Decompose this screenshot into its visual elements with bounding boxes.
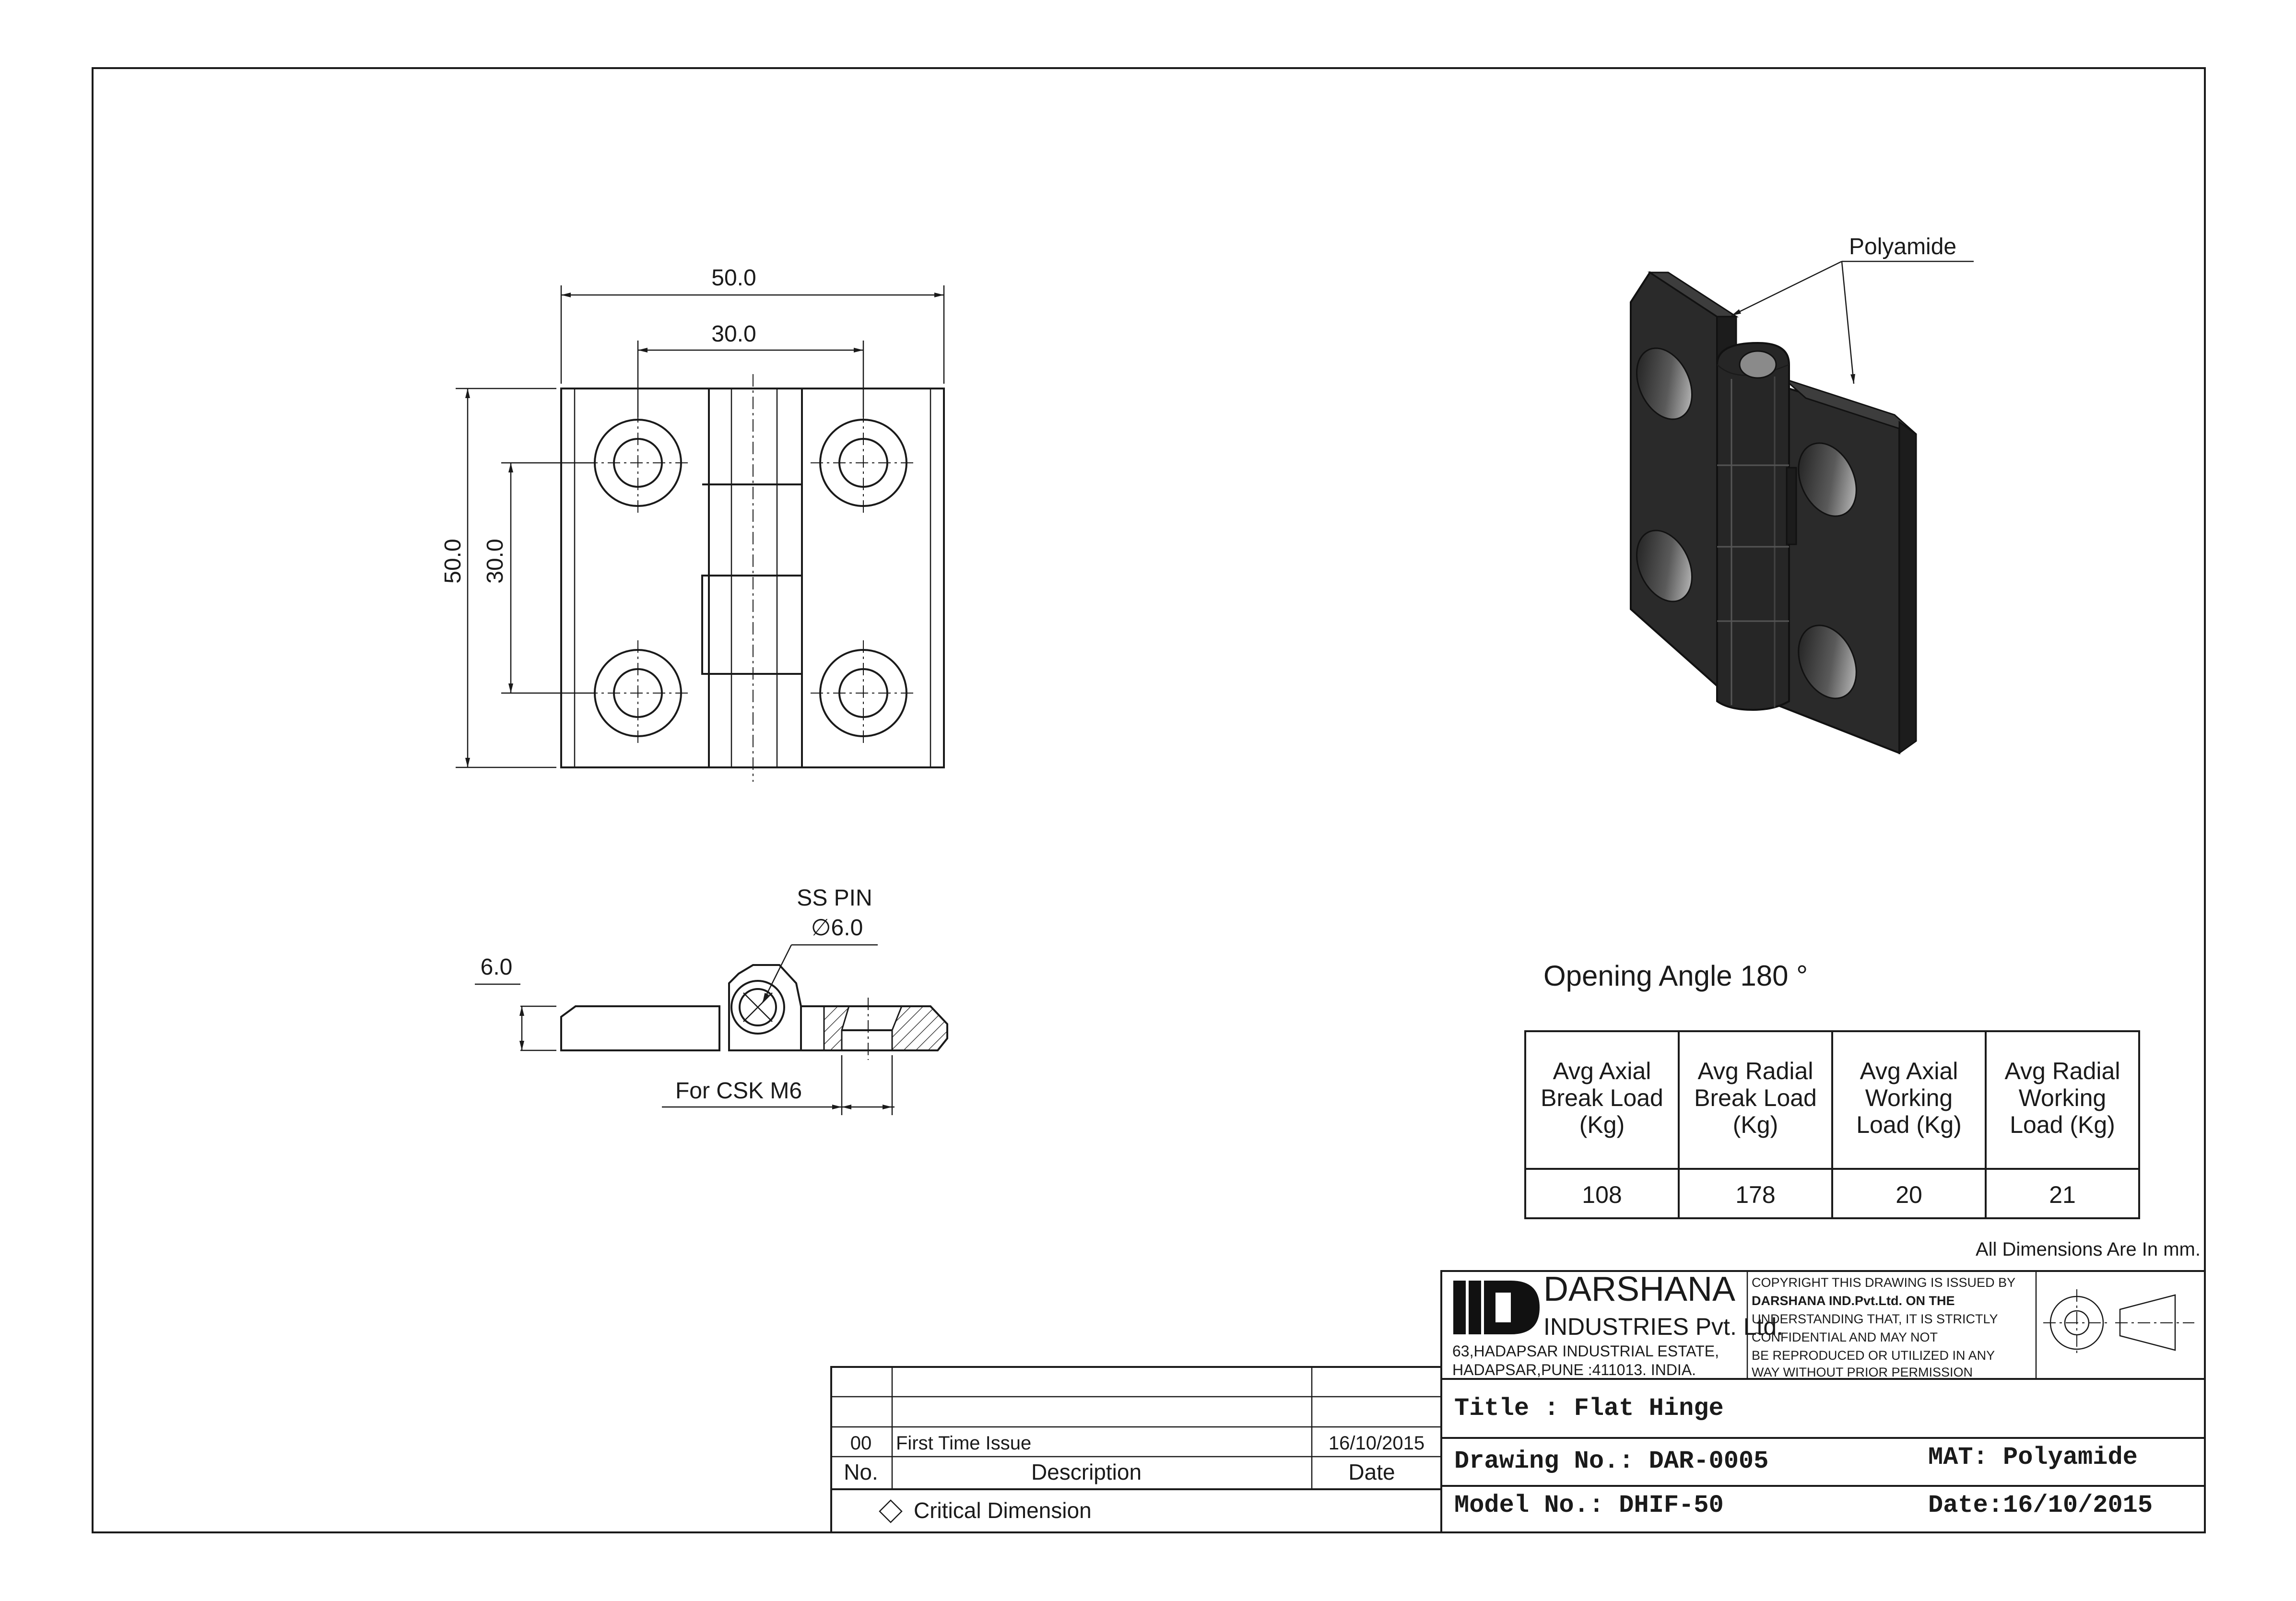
load-header-axial-working: Avg Axial Working Load (Kg): [1856, 1058, 1962, 1138]
revision-no: 00: [850, 1433, 872, 1454]
revision-header-date: Date: [1348, 1460, 1395, 1484]
dimensions-note: All Dimensions Are In mm.: [1976, 1239, 2201, 1260]
svg-text:Working: Working: [2019, 1084, 2106, 1111]
svg-text:DARSHANA IND.Pvt.Ltd. ON THE: DARSHANA IND.Pvt.Ltd. ON THE: [1752, 1294, 1955, 1308]
dim-overall-width: 50.0: [711, 265, 756, 291]
load-header-radial-break: Avg Radial Break Load (Kg): [1694, 1058, 1817, 1138]
svg-text:Working: Working: [1865, 1084, 1953, 1111]
load-header-axial-break: Avg Axial Break Load (Kg): [1541, 1058, 1663, 1138]
company-logo: [1453, 1281, 1540, 1334]
svg-text:(Kg): (Kg): [1733, 1111, 1778, 1138]
csk-label: For CSK M6: [675, 1078, 802, 1104]
critical-note: Critical Dimension: [914, 1498, 1092, 1523]
projection-symbol-icon: [2043, 1289, 2194, 1356]
svg-text:Avg Axial: Avg Axial: [1860, 1058, 1958, 1084]
revision-header-description: Description: [1031, 1460, 1142, 1484]
svg-text:Load (Kg): Load (Kg): [1856, 1111, 1962, 1138]
load-value-radial-break: 178: [1735, 1181, 1775, 1208]
svg-text:BE REPRODUCED OR UTILIZED IN A: BE REPRODUCED OR UTILIZED IN ANY: [1752, 1348, 1995, 1363]
load-table: Avg Axial Break Load (Kg) Avg Radial Bre…: [1524, 1030, 2140, 1219]
dim-hole-spacing-v: 30.0: [483, 539, 508, 583]
drawing-title: Title : Flat Hinge: [1454, 1394, 1724, 1423]
svg-text:Break Load: Break Load: [1694, 1084, 1817, 1111]
model-number: Model No.: DHIF-50: [1454, 1491, 1724, 1519]
material-callout: Polyamide: [1849, 234, 1956, 259]
svg-text:Break Load: Break Load: [1541, 1084, 1663, 1111]
front-view: 50.0 30.0 50.0 30.0: [440, 265, 945, 782]
company-subname: INDUSTRIES Pvt. Ltd.: [1543, 1313, 1783, 1340]
dim-hole-spacing-h: 30.0: [711, 321, 756, 347]
mounting-hole-tl: [585, 410, 691, 516]
load-value-axial-working: 20: [1896, 1181, 1922, 1208]
pin-diameter: ∅6.0: [811, 915, 863, 941]
side-view: SS PIN ∅6.0 6.0 For CSK M6: [475, 885, 948, 1115]
svg-text:CONFIDENTIAL AND MAY NOT: CONFIDENTIAL AND MAY NOT: [1752, 1330, 1938, 1344]
svg-text:UNDERSTANDING THAT, IT IS STRI: UNDERSTANDING THAT, IT IS STRICTLY: [1752, 1312, 1998, 1326]
load-header-radial-working: Avg Radial Working Load (Kg): [2005, 1058, 2120, 1138]
revision-table: 00 First Time Issue 16/10/2015 No. Descr…: [830, 1366, 1442, 1533]
pin-label: SS PIN: [797, 885, 872, 911]
critical-diamond-icon: [879, 1499, 903, 1523]
load-value-radial-working: 21: [2049, 1181, 2076, 1208]
svg-text:Avg Axial: Avg Axial: [1553, 1058, 1651, 1084]
dim-thickness: 6.0: [481, 954, 513, 980]
load-value-axial-break: 108: [1582, 1181, 1622, 1208]
company-address-2: HADAPSAR,PUNE :411013. INDIA.: [1452, 1361, 1696, 1378]
dim-overall-height: 50.0: [440, 539, 466, 583]
svg-text:(Kg): (Kg): [1579, 1111, 1625, 1138]
drawing-date: Date:16/10/2015: [1928, 1491, 2153, 1519]
drawing-material: MAT: Polyamide: [1928, 1443, 2138, 1472]
mounting-hole-bl: [585, 640, 691, 746]
svg-text:Load (Kg): Load (Kg): [2010, 1111, 2115, 1138]
svg-text:Avg Radial: Avg Radial: [1698, 1058, 1813, 1084]
drawing-number: Drawing No.: DAR-0005: [1454, 1447, 1768, 1475]
company-name: DARSHANA: [1543, 1270, 1735, 1308]
title-block: DARSHANA INDUSTRIES Pvt. Ltd. 63,HADAPSA…: [1440, 1270, 2206, 1533]
mounting-hole-tr: [811, 410, 916, 516]
company-address-1: 63,HADAPSAR INDUSTRIAL ESTATE,: [1452, 1342, 1719, 1360]
svg-text:COPYRIGHT THIS DRAWING IS ISSU: COPYRIGHT THIS DRAWING IS ISSUED BY: [1752, 1275, 2015, 1290]
svg-text:WAY WITHOUT PRIOR PERMISSION: WAY WITHOUT PRIOR PERMISSION: [1752, 1365, 1973, 1379]
copyright-notice: COPYRIGHT THIS DRAWING IS ISSUED BY DARS…: [1752, 1275, 2015, 1379]
isometric-view: Polyamide: [1630, 234, 1974, 754]
svg-text:Avg Radial: Avg Radial: [2005, 1058, 2120, 1084]
revision-description: First Time Issue: [896, 1433, 1031, 1454]
revision-date: 16/10/2015: [1329, 1433, 1425, 1454]
opening-angle: Opening Angle 180 °: [1543, 960, 1808, 992]
revision-header-no: No.: [844, 1460, 878, 1484]
mounting-hole-br: [811, 640, 916, 746]
